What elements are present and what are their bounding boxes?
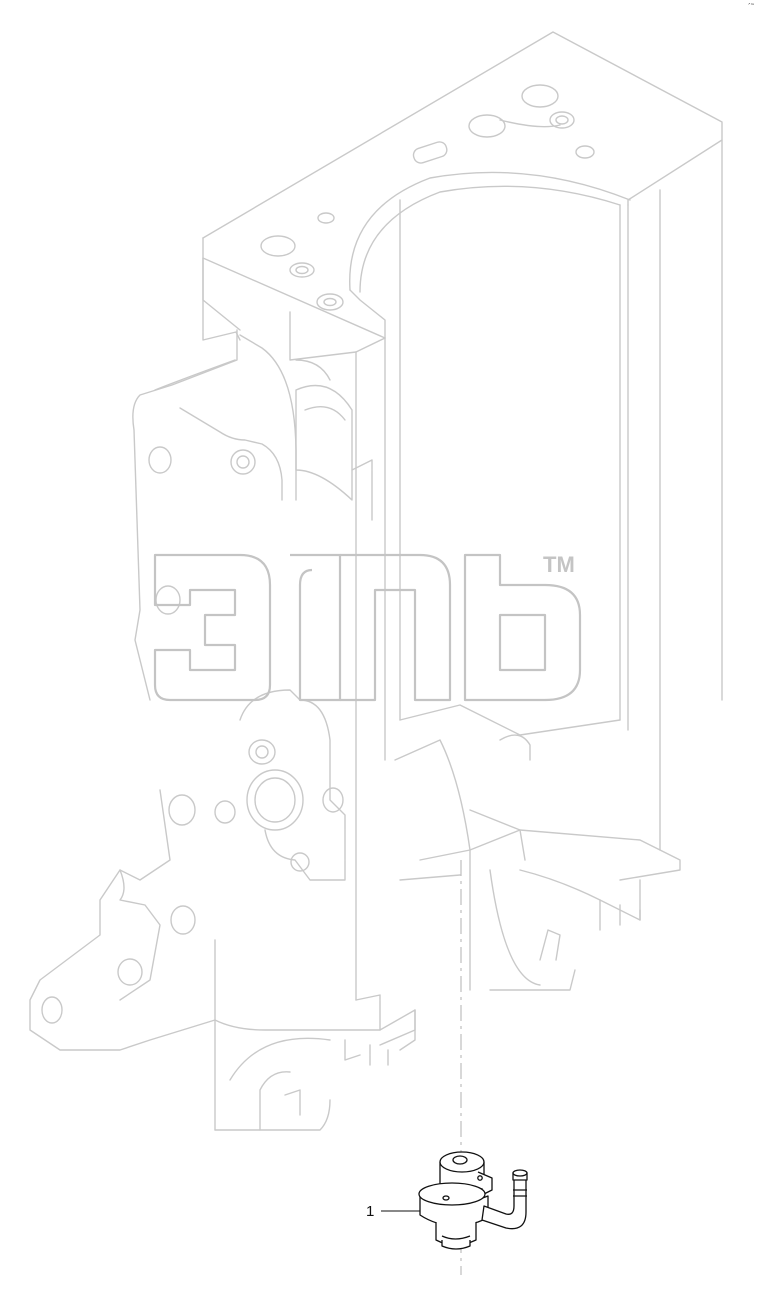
trademark-symbol: TM [543,552,575,577]
callout-1: 1 [366,1203,420,1220]
deck-hole [317,212,335,224]
deck-hole [260,235,296,257]
corner-mark: ´˜ [748,2,755,12]
deck-hole [316,293,344,311]
sensor-fitting-part [418,1151,528,1250]
deck-hole [289,262,315,278]
callout-label: 1 [366,1203,374,1220]
cylinder-bore-rim [349,171,631,291]
deck-hole [468,114,506,138]
deck-hole [549,111,575,129]
watermark-logo: TM [153,552,582,702]
deck-hole [521,84,559,108]
engine-block-outline [29,31,723,1131]
